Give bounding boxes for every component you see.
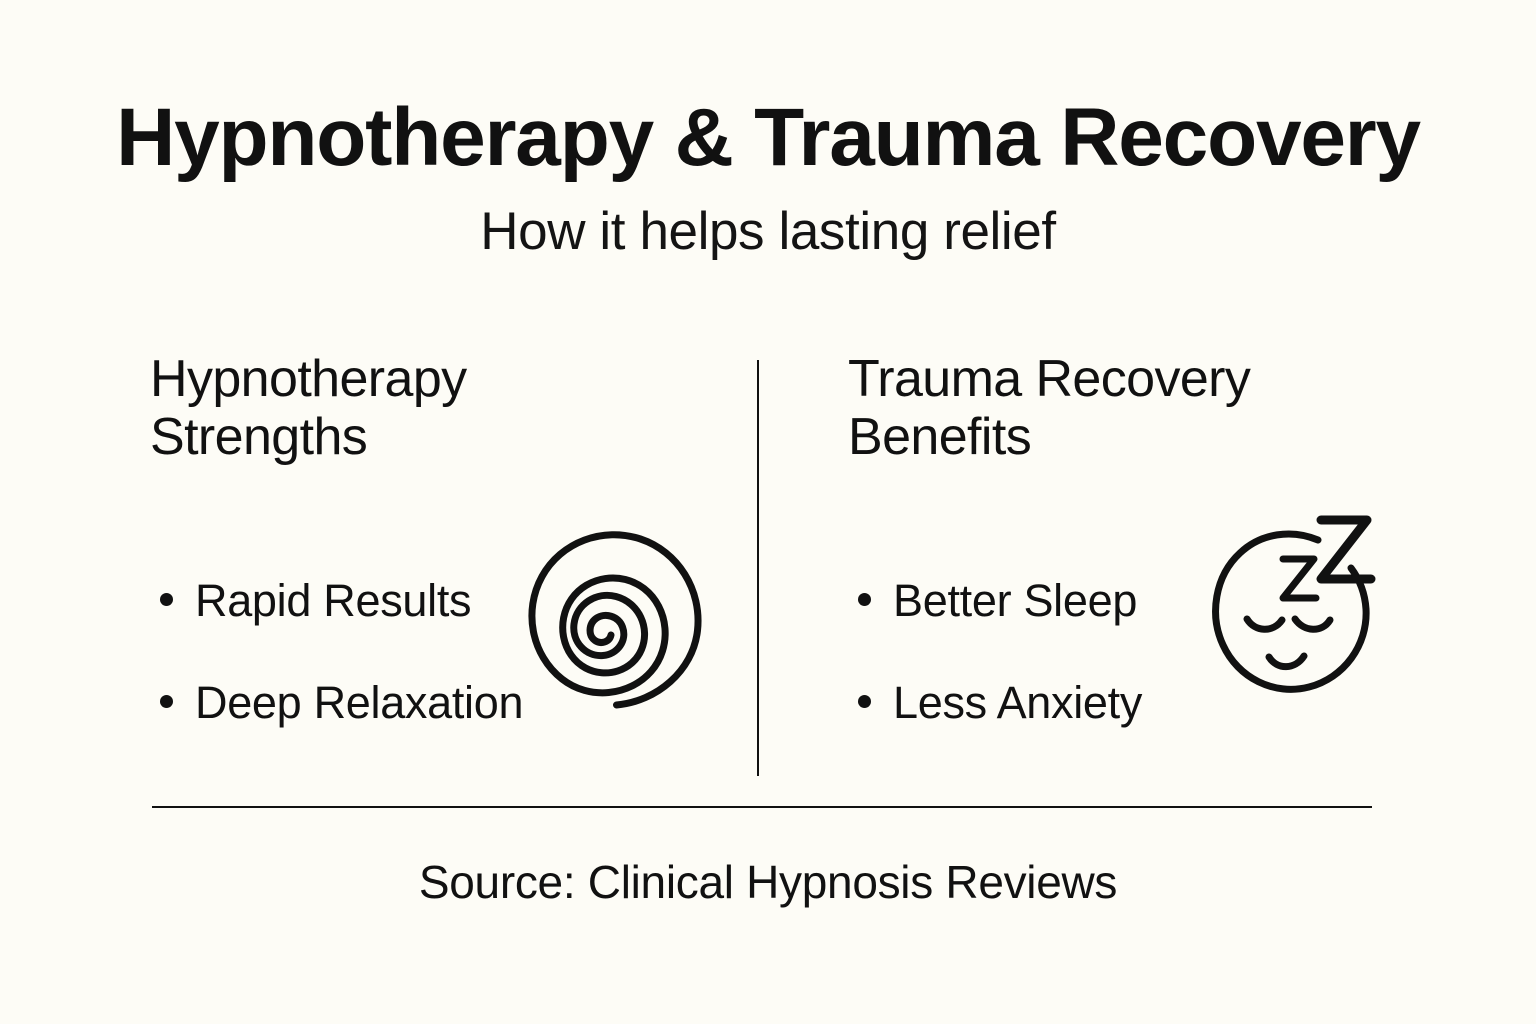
column-divider [757, 360, 759, 776]
list-item: Less Anxiety [858, 676, 1418, 728]
column-heading-right: Trauma Recovery Benefits [848, 350, 1251, 467]
list-item-label: Better Sleep [893, 575, 1138, 626]
source-note: Source: Clinical Hypnosis Reviews [418, 856, 1118, 908]
large-z [1316, 515, 1376, 584]
list-item: Better Sleep [858, 576, 1418, 626]
footer-divider [152, 806, 1372, 808]
bullet-dot-icon [858, 593, 871, 606]
right-eye [1291, 615, 1334, 633]
bullet-dot-icon [160, 593, 173, 606]
list-item: Rapid Results [160, 576, 720, 626]
bullet-list-right: Better Sleep Less Anxiety [858, 576, 1418, 779]
sleeping-face-icon [1212, 515, 1376, 693]
left-eye [1243, 615, 1286, 633]
list-item-label: Less Anxiety [893, 676, 1143, 728]
column-hypnotherapy-strengths: Hypnotherapy Strengths Rapid Results Dee… [150, 350, 720, 727]
small-z [1279, 555, 1320, 602]
spiral-icon [528, 531, 702, 709]
bullet-dot-icon [858, 694, 871, 708]
list-item-label: Rapid Results [195, 575, 472, 626]
mouth [1265, 652, 1308, 671]
column-heading-left: Hypnotherapy Strengths [150, 350, 467, 467]
list-item-label: Deep Relaxation [195, 676, 524, 728]
bullet-list-left: Rapid Results Deep Relaxation [160, 576, 720, 779]
page-subtitle: How it helps lasting relief [480, 202, 1056, 261]
page-title: Hypnotherapy & Trauma Recovery [116, 92, 1421, 183]
bullet-dot-icon [160, 694, 173, 708]
list-item: Deep Relaxation [160, 676, 720, 728]
column-trauma-recovery-benefits: Trauma Recovery Benefits Better Sleep Le… [848, 350, 1408, 727]
